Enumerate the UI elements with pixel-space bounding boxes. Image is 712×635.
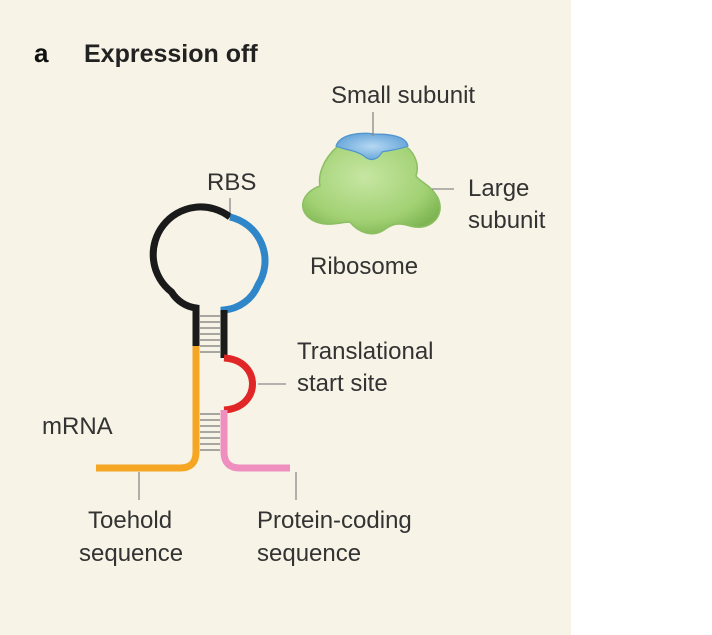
coding-pink-vertical [220, 410, 290, 472]
rbs-blue-segment [220, 213, 269, 314]
toehold-label-line1: Toehold [88, 507, 172, 534]
stem-base-pairs-lower [200, 413, 220, 451]
stem-base-pairs-upper [200, 315, 220, 353]
large-subunit-label-line2: subunit [468, 207, 546, 234]
coding-label-line2: sequence [257, 540, 361, 567]
start-site-label-line1: Translational [297, 338, 434, 365]
large-subunit-shape [302, 138, 441, 235]
coding-label-line1: Protein-coding [257, 507, 412, 534]
toehold-label-line2: sequence [79, 540, 183, 567]
toehold-orange-segment [96, 346, 200, 472]
start-site-label-line2: start site [297, 370, 388, 397]
small-subunit-shape [335, 132, 409, 161]
ribosome-icon [302, 132, 441, 235]
small-subunit-label: Small subunit [331, 82, 475, 109]
panel-title: Expression off [84, 40, 258, 68]
ribosome-label: Ribosome [310, 253, 418, 280]
mrna-label: mRNA [42, 413, 113, 440]
figure-panel [0, 0, 571, 635]
loop-black-segment [149, 203, 233, 314]
rbs-label: RBS [207, 169, 256, 196]
start-site-red-segment [223, 354, 256, 414]
panel-letter: a [34, 38, 49, 68]
mrna-hairpin [40, 203, 380, 472]
large-subunit-label-line1: Large [468, 175, 529, 202]
